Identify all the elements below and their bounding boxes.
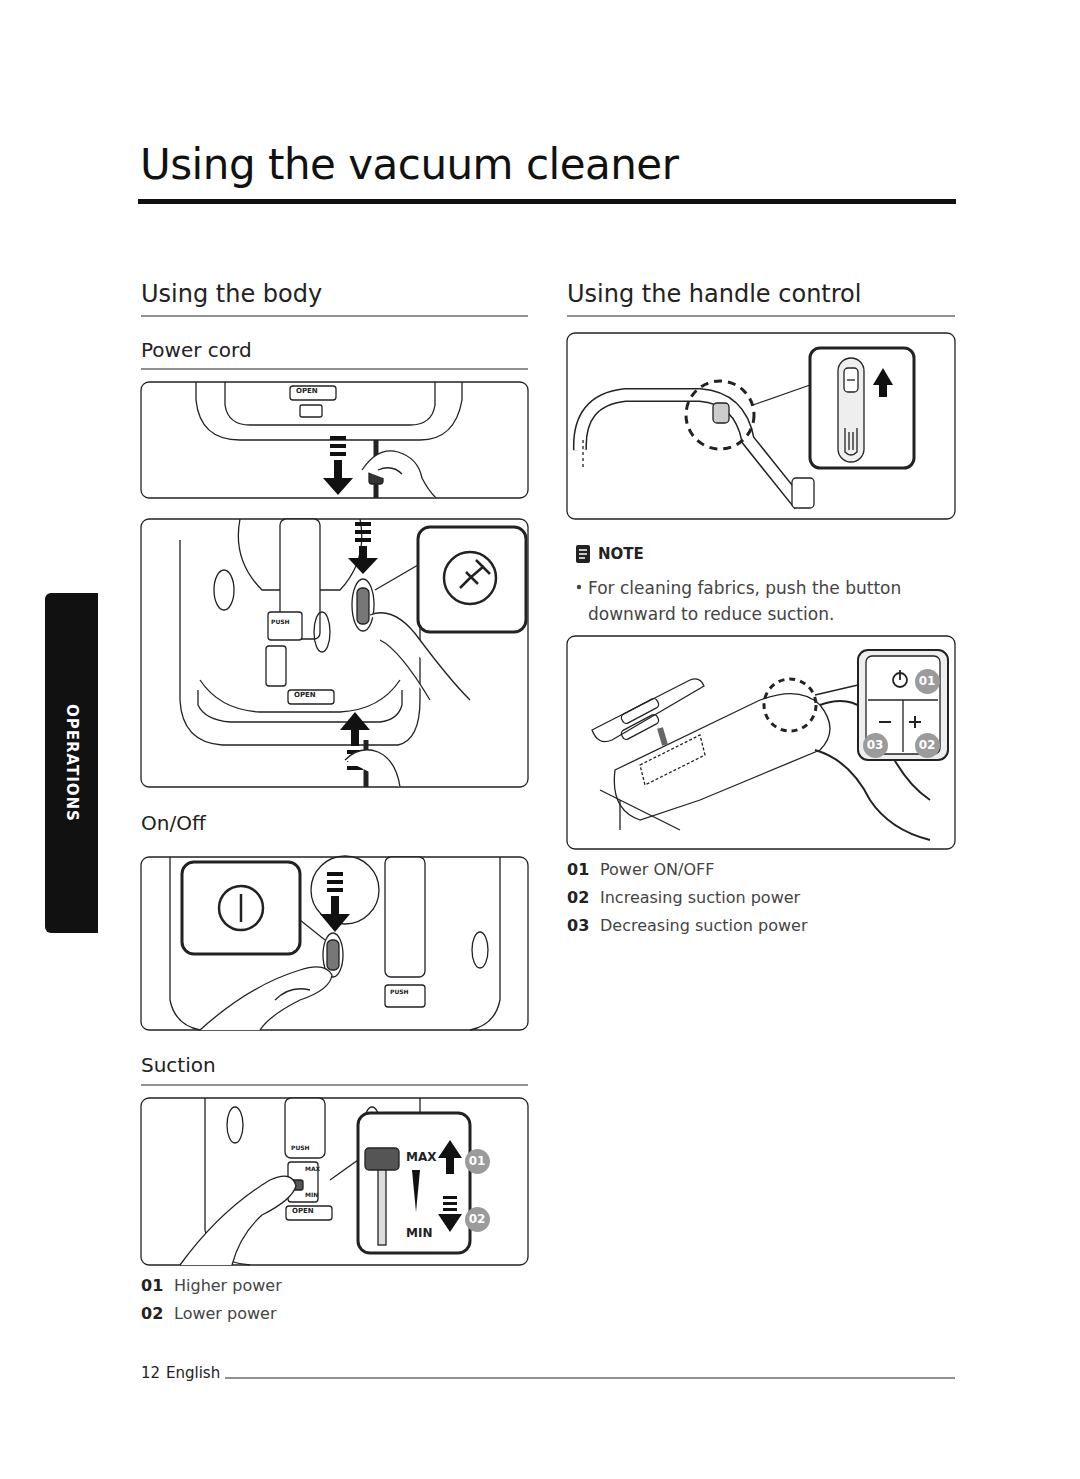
note-heading: NOTE	[598, 545, 644, 563]
callout-number: 03	[867, 738, 884, 752]
sub-heading: Power cord	[141, 338, 252, 362]
panel-label: OPEN	[294, 692, 316, 699]
callout-number: 01	[469, 1154, 486, 1168]
page-title: Using the vacuum cleaner	[140, 140, 678, 190]
sub-heading: Suction	[141, 1053, 216, 1077]
callout-number: 01	[567, 860, 589, 879]
panel-label: OPEN	[296, 388, 318, 395]
callout-circle: 02	[465, 1207, 490, 1232]
button-label: PUSH	[291, 1145, 310, 1151]
slider-label: MIN	[406, 1226, 432, 1240]
callout-circle: 02	[915, 733, 940, 758]
sub-heading: On/Off	[141, 811, 206, 835]
panel-label: OPEN	[292, 1208, 314, 1215]
section-heading: Using the handle control	[567, 280, 861, 309]
slider-label: MAX	[406, 1150, 436, 1164]
button-label: PUSH	[390, 989, 409, 995]
section-heading: Using the body	[141, 280, 322, 309]
side-tab: OPERATIONS	[45, 593, 98, 933]
note-text: For cleaning fabrics, push the button do…	[588, 576, 933, 627]
callout-number: 01	[919, 674, 936, 688]
slider-label: MAX	[305, 1166, 320, 1172]
callout-circle: 01	[465, 1149, 490, 1174]
callout-number: 02	[141, 1304, 163, 1323]
callout-text: Power ON/OFF	[600, 860, 714, 879]
page-language: English	[166, 1364, 220, 1382]
callout-circle: 01	[915, 669, 940, 694]
callout-number: 02	[567, 888, 589, 907]
callout-number: 01	[141, 1276, 163, 1295]
slider-label: MIN	[305, 1192, 318, 1198]
callout-number: 03	[567, 916, 589, 935]
callout-text: Increasing suction power	[600, 888, 800, 907]
tab-text: OPERATIONS	[63, 704, 81, 822]
callout-text: Decreasing suction power	[600, 916, 807, 935]
page-number: 12	[141, 1364, 160, 1382]
callout-circle: 03	[863, 733, 888, 758]
callout-text: Higher power	[174, 1276, 282, 1295]
callout-number: 02	[469, 1212, 486, 1226]
callout-number: 02	[919, 738, 936, 752]
button-label: PUSH	[271, 619, 290, 625]
callout-text: Lower power	[174, 1304, 276, 1323]
